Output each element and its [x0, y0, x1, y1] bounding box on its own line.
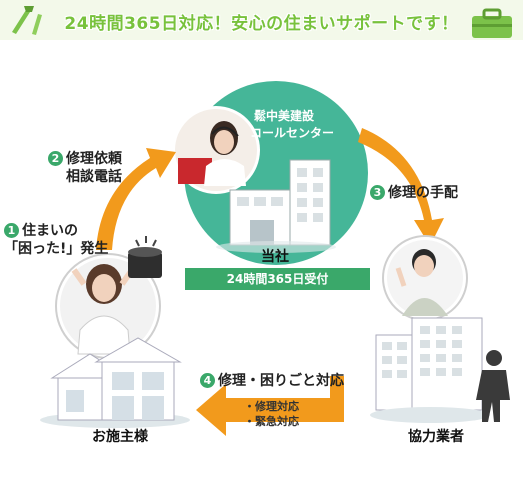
response-item-emergency: ・緊急対応: [244, 415, 299, 428]
call-center-label: コールセンター: [250, 126, 335, 140]
operator-photo: [172, 106, 260, 194]
toolbox-icon: [472, 8, 512, 38]
broken-box-icon: [128, 236, 162, 278]
step-4-number: 4: [200, 373, 215, 388]
step-3-number: 3: [370, 185, 385, 200]
partner-building-illustration: [370, 317, 490, 423]
step-1-number: 1: [4, 223, 19, 238]
call-center-company-name: 鬆中美建設: [254, 109, 315, 123]
banner-title: 24時間365日対応！安心の住まいサポートです！: [64, 14, 459, 34]
tools-icon: [12, 6, 42, 35]
reception-badge: 24時間365日受付: [185, 268, 370, 290]
step-2-number: 2: [48, 151, 63, 166]
partner-label: 協力業者: [408, 429, 464, 445]
response-item-repair: ・修理対応: [244, 400, 299, 413]
partner-photo: [382, 235, 468, 321]
support-flow-diagram: [40, 81, 510, 436]
flow-arrows: [96, 128, 444, 436]
customer-label: お施主様: [92, 429, 148, 445]
banner-background: [0, 0, 523, 40]
worker-silhouette: [476, 350, 510, 422]
customer-house-illustration: [40, 337, 190, 428]
company-building-illustration: [229, 159, 331, 246]
company-name-label: 当社: [261, 249, 289, 265]
